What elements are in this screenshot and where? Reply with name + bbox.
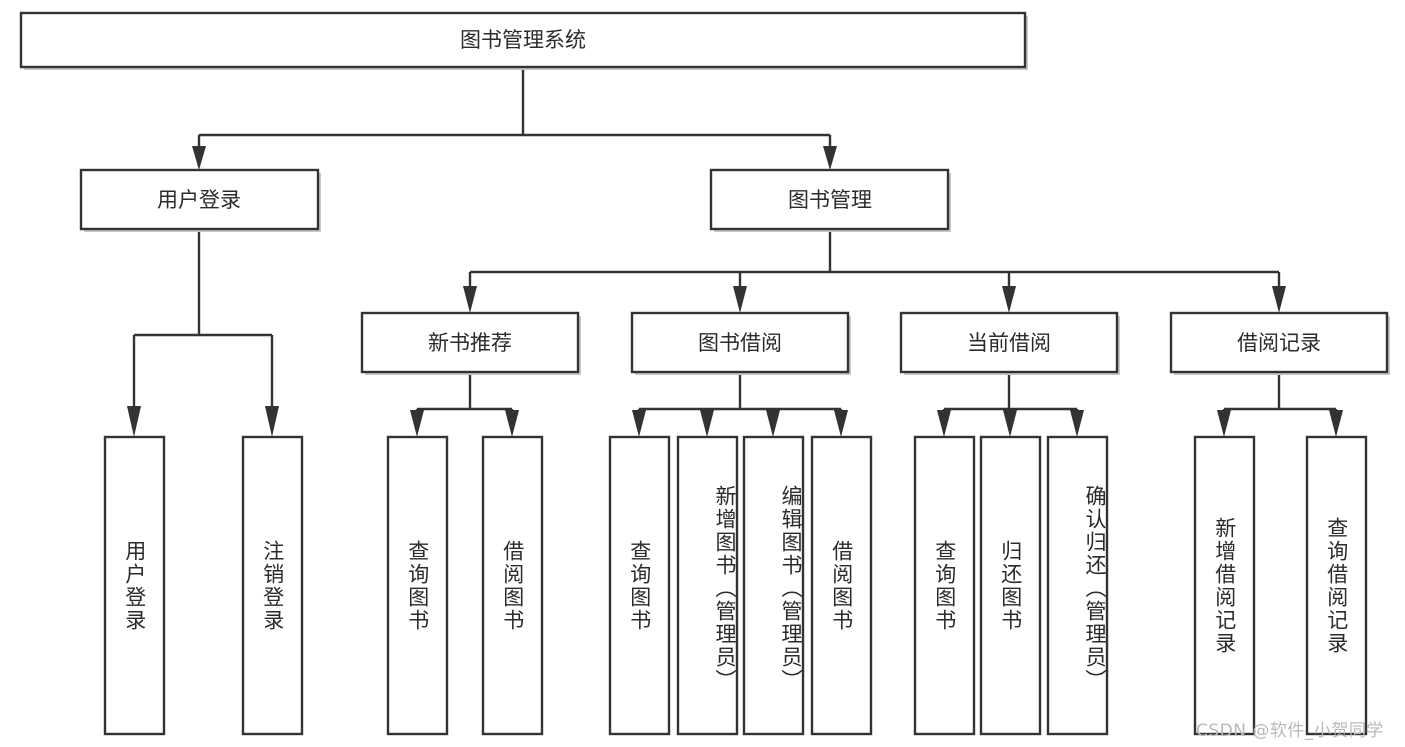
node-borrow-record[interactable]: 借阅记录 [1169,311,1390,375]
node-new-book-recommend[interactable]: 新书推荐 [360,311,581,375]
arrow-new-book-leaf-1 [410,410,424,437]
leaf-box-book-borrow-3[interactable] [742,435,805,736]
node-book-borrow[interactable]: 图书借阅 [630,311,851,375]
node-book-borrow-box [630,311,850,374]
arrow-new-book-leaf-2 [505,410,519,437]
arrow-borrow-record-leaf-1 [1217,410,1231,437]
node-current-borrow-label: 当前借阅 [967,331,1051,355]
arrow-to-borrow-record [1272,286,1286,313]
leaf-box-current-borrow-1[interactable] [913,435,976,736]
node-book-borrow-label: 图书借阅 [698,331,782,355]
arrow-to-book-mgmt [823,146,837,170]
leaf-box-user-login-2[interactable] [241,435,304,736]
arrow-to-new-book [463,286,477,313]
leaf-box-current-borrow-2[interactable] [979,435,1042,736]
node-user-login-label: 用户登录 [157,188,241,212]
node-borrow-record-label: 借阅记录 [1237,331,1321,355]
arrow-current-borrow-leaf-1 [937,410,951,437]
leaf-box-book-borrow-4[interactable] [810,435,873,736]
arrow-user-login-leaf-2 [265,406,279,437]
leaf-box-new-book-2[interactable] [481,435,544,736]
connectors [127,67,1343,437]
node-root-box [19,11,1027,69]
node-root[interactable]: 图书管理系统 [19,11,1028,70]
arrow-to-book-borrow [733,286,747,313]
csdn-watermark: CSDN @软件_小贺同学 [1196,721,1384,741]
leaf-box-new-book-1[interactable] [386,435,449,736]
arrow-to-current-borrow [1002,286,1016,313]
node-borrow-record-box [1169,311,1389,374]
node-book-management[interactable]: 图书管理 [709,168,951,232]
arrow-current-borrow-leaf-3 [1070,410,1084,437]
node-user-login[interactable]: 用户登录 [79,168,321,232]
leaf-box-borrow-record-1[interactable] [1193,435,1256,736]
arrow-book-borrow-leaf-4 [834,410,848,437]
arrow-borrow-record-leaf-2 [1329,410,1343,437]
leaf-box-book-borrow-1[interactable] [608,435,671,736]
arrow-book-borrow-leaf-2 [700,410,714,437]
leaf-box-current-borrow-3[interactable] [1046,435,1109,736]
arrow-user-login-leaf-1 [127,406,141,437]
node-book-management-box [709,168,950,231]
leaf-box-borrow-record-2[interactable] [1305,435,1368,736]
arrow-book-borrow-leaf-1 [632,410,646,437]
node-user-login-box [79,168,320,231]
leaf-box-book-borrow-2[interactable] [676,435,739,736]
arrow-book-borrow-leaf-3 [766,410,780,437]
node-root-label: 图书管理系统 [460,28,586,52]
leaf-box-user-login-1[interactable] [103,435,166,736]
arrow-to-user-login [192,146,206,170]
node-book-management-label: 图书管理 [788,188,872,212]
node-current-borrow[interactable]: 当前借阅 [899,311,1120,375]
node-new-book-recommend-label: 新书推荐 [428,331,512,355]
arrow-current-borrow-leaf-2 [1003,410,1017,437]
node-new-book-recommend-box [360,311,580,374]
node-current-borrow-box [899,311,1119,374]
leaf-boxes [103,435,1368,736]
